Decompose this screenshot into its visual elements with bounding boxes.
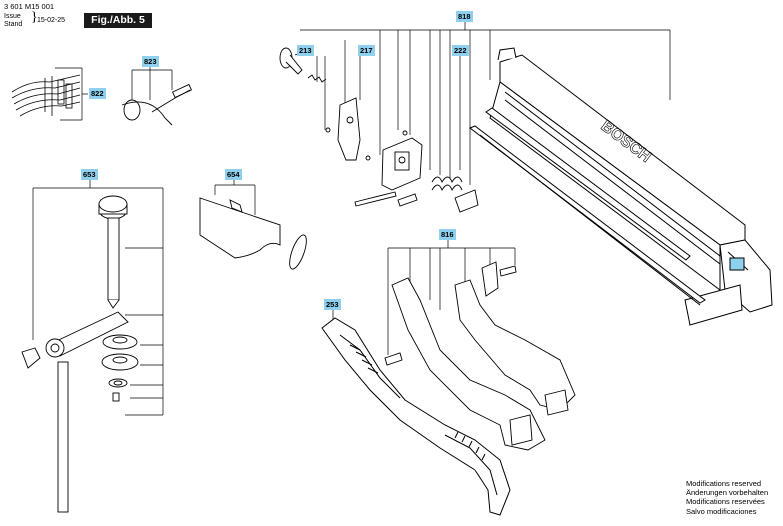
- callout-654: 654: [225, 169, 242, 180]
- leader-213: [294, 49, 326, 130]
- callout-222: 222: [452, 45, 469, 56]
- notice-line-de: Änderungen vorbehalten: [686, 488, 769, 498]
- notice-line-en: Modifications reserved: [686, 479, 762, 488]
- issue-stand-labels: Issue Stand: [4, 13, 22, 29]
- callout-253: 253: [324, 299, 341, 310]
- handle-253: [321, 317, 511, 516]
- leader-818: [300, 22, 671, 185]
- callout-653: 653: [81, 169, 98, 180]
- notice-line-es: Salvo modificaciones: [686, 506, 757, 516]
- callout-816: 816: [439, 229, 456, 240]
- callout-213: 213: [297, 45, 314, 56]
- issue-label: Issue: [4, 13, 21, 20]
- callout-822: 822: [89, 88, 106, 99]
- base-parts-816: [384, 261, 576, 451]
- document-number: 3 601 M15 001: [4, 2, 55, 11]
- brace-glyph: }: [31, 10, 38, 25]
- callout-818: 818: [456, 11, 473, 22]
- issue-date: 15-02-25: [37, 17, 66, 24]
- small-parts-818: [279, 47, 479, 213]
- leader-217: [344, 40, 361, 110]
- hex-keys-823: [121, 83, 193, 126]
- leader-653: [32, 180, 164, 416]
- callout-823: 823: [142, 56, 159, 67]
- stand-label: Stand: [4, 21, 23, 28]
- leader-654: [214, 180, 256, 215]
- rail-818: [468, 47, 773, 326]
- cable-bundle-822: [11, 74, 81, 117]
- leader-823: [131, 67, 173, 100]
- modifications-notice: Modifications reserved Änderungen vorbeh…: [686, 479, 768, 516]
- callout-217: 217: [358, 45, 375, 56]
- figure-badge: Fig./Abb. 5: [84, 13, 152, 28]
- bracket-654: [199, 197, 307, 270]
- leader-822: [55, 67, 88, 121]
- clamp-assembly-653: [21, 195, 139, 513]
- leader-816: [387, 240, 516, 355]
- notice-line-fr: Modifications reservées: [686, 497, 765, 507]
